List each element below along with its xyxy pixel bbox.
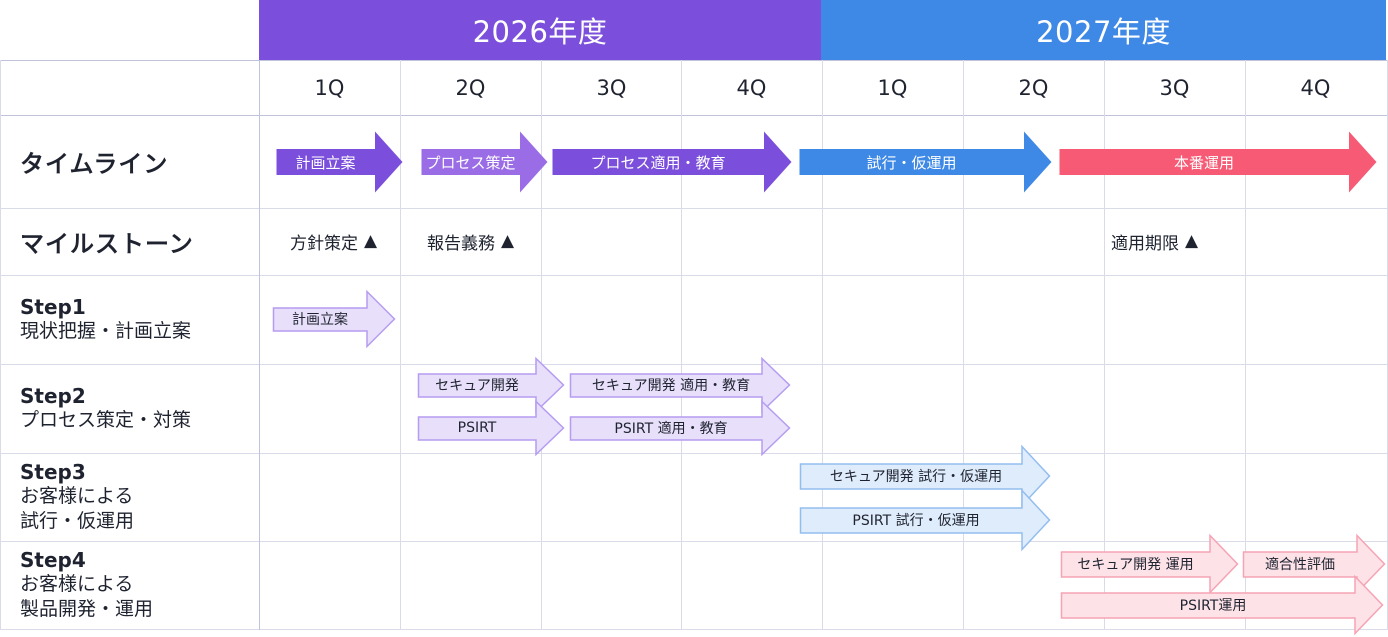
milestone-policy-label: 方針策定 (290, 233, 358, 254)
milestone-triangle-icon: ▲ (1185, 231, 1199, 251)
step4-arrow-secure-dev-operation: セキュア開発 運用 (1060, 533, 1239, 595)
step3-arrow-psirt-trial-label: PSIRT 試行・仮運用 (852, 513, 980, 529)
step1-arrow-planning-label: 計画立案 (292, 312, 348, 328)
arrow-polygon (799, 444, 1051, 508)
step2-description: プロセス策定・対策 (20, 408, 192, 431)
step2-arrow-secure-dev-apply: セキュア開発 適用・教育 (569, 356, 791, 414)
step1-description: 現状把握・計画立案 (20, 319, 192, 342)
row-label-milestone: マイルストーン (20, 208, 194, 274)
step3-arrow-psirt-trial: PSIRT 試行・仮運用 (799, 488, 1051, 552)
arrow-polygon (1242, 533, 1386, 595)
step3-description-line1: お客様による (20, 485, 134, 507)
milestone-triangle-icon: ▲ (364, 231, 378, 251)
step4-description-line1: お客様による (20, 573, 134, 595)
arrow-polygon (569, 399, 791, 457)
quarter-header-2027-1q: 1Q (877, 75, 908, 100)
arrow-shape (276, 131, 403, 193)
arrow-polygon (1060, 533, 1239, 595)
step3-arrow-secure-dev-trial-label: セキュア開発 試行・仮運用 (829, 469, 1003, 485)
arrow-polygon (1059, 131, 1377, 193)
milestone-deadline-label: 適用期限 (1111, 233, 1179, 254)
timeline-arrow-process-design-label: プロセス策定 (425, 153, 516, 172)
arrow-polygon (417, 399, 565, 457)
milestone-deadline: 適用期限 ▲ (1111, 208, 1198, 274)
step1-arrow-planning: 計画立案 (272, 289, 396, 349)
arrow-shape (1242, 533, 1386, 595)
arrow-polygon (799, 131, 1052, 193)
step4-arrow-psirt-operation: PSIRT運用 (1060, 574, 1384, 636)
quarter-header-2027-3q: 3Q (1159, 75, 1190, 100)
step4-description-line2: 製品開発・運用 (20, 598, 154, 620)
step4-arrow-conformity-assessment-label: 適合性評価 (1265, 557, 1335, 573)
arrow-polygon (417, 356, 565, 414)
milestone-policy: 方針策定 ▲ (290, 208, 377, 274)
step2-arrow-psirt-label: PSIRT (457, 420, 497, 436)
arrow-polygon (552, 131, 792, 193)
arrow-shape (1060, 574, 1384, 636)
step2-arrow-secure-dev-label: セキュア開発 (435, 378, 519, 394)
arrow-shape (1060, 533, 1239, 595)
arrow-polygon (799, 488, 1051, 552)
quarter-header-2026-4q: 4Q (736, 75, 767, 100)
arrow-shape (552, 131, 792, 193)
step2-arrow-psirt: PSIRT (417, 399, 565, 457)
milestone-reporting: 報告義務 ▲ (427, 208, 514, 274)
year-header-2026: 2026年度 (259, 0, 821, 60)
step3-description-line2: 試行・仮運用 (20, 510, 135, 532)
year-header-2027: 2027年度 (821, 0, 1386, 60)
milestone-triangle-icon: ▲ (501, 231, 515, 251)
timeline-arrow-trial-label: 試行・仮運用 (866, 153, 957, 172)
step2-arrow-secure-dev-apply-label: セキュア開発 適用・教育 (591, 378, 751, 394)
timeline-arrow-trial: 試行・仮運用 (799, 131, 1052, 193)
arrow-polygon (272, 289, 396, 349)
quarter-header-2026-1q: 1Q (314, 75, 345, 100)
row-label-step2: Step2 プロセス策定・対策 (20, 364, 191, 452)
timeline-arrow-production-label: 本番運用 (1173, 153, 1234, 172)
timeline-arrow-process-apply-label: プロセス適用・教育 (590, 153, 726, 172)
timeline-arrow-planning: 計画立案 (276, 131, 403, 193)
arrow-shape (799, 444, 1051, 508)
arrow-shape (417, 399, 565, 457)
arrow-shape (1059, 131, 1377, 193)
step2-arrow-secure-dev: セキュア開発 (417, 356, 565, 414)
arrow-shape (569, 356, 791, 414)
quarter-header-2026-2q: 2Q (455, 75, 486, 100)
step1-title: Step1 (20, 294, 86, 319)
row-label-timeline-text: タイムライン (20, 149, 169, 178)
step3-title: Step3 (20, 460, 86, 484)
timeline-arrow-process-design: プロセス策定 (421, 131, 548, 193)
row-label-timeline: タイムライン (20, 115, 168, 207)
timeline-arrow-planning-label: 計画立案 (295, 153, 356, 172)
row-label-milestone-text: マイルストーン (20, 229, 194, 258)
step2-arrow-psirt-apply-label: PSIRT 適用・教育 (614, 421, 728, 437)
step3-arrow-secure-dev-trial: セキュア開発 試行・仮運用 (799, 444, 1051, 508)
timeline-arrow-production: 本番運用 (1059, 131, 1377, 193)
step4-arrow-conformity-assessment: 適合性評価 (1242, 533, 1386, 595)
step4-arrow-secure-dev-operation-label: セキュア開発 運用 (1077, 557, 1194, 573)
row-label-step1: Step1 現状把握・計画立案 (20, 275, 191, 363)
arrow-polygon (276, 131, 403, 193)
arrow-shape (569, 399, 791, 457)
milestone-reporting-label: 報告義務 (427, 233, 495, 254)
quarter-header-2026-3q: 3Q (596, 75, 627, 100)
row-label-step4: Step4 お客様による 製品開発・運用 (20, 541, 153, 629)
arrow-polygon (1060, 574, 1384, 636)
quarter-header-2027-2q: 2Q (1018, 75, 1049, 100)
arrow-shape (272, 289, 396, 349)
arrow-polygon (421, 131, 548, 193)
step2-title: Step2 (20, 383, 86, 408)
timeline-arrow-process-apply: プロセス適用・教育 (552, 131, 792, 193)
step2-arrow-psirt-apply: PSIRT 適用・教育 (569, 399, 791, 457)
arrow-polygon (569, 356, 791, 414)
arrow-shape (799, 131, 1052, 193)
quarter-header-2027-4q: 4Q (1300, 75, 1331, 100)
arrow-shape (799, 488, 1051, 552)
arrow-shape (417, 356, 565, 414)
step4-title: Step4 (20, 548, 86, 572)
row-label-step3: Step3 お客様による 試行・仮運用 (20, 453, 134, 541)
arrow-shape (421, 131, 548, 193)
step4-arrow-psirt-operation-label: PSIRT運用 (1179, 598, 1247, 614)
